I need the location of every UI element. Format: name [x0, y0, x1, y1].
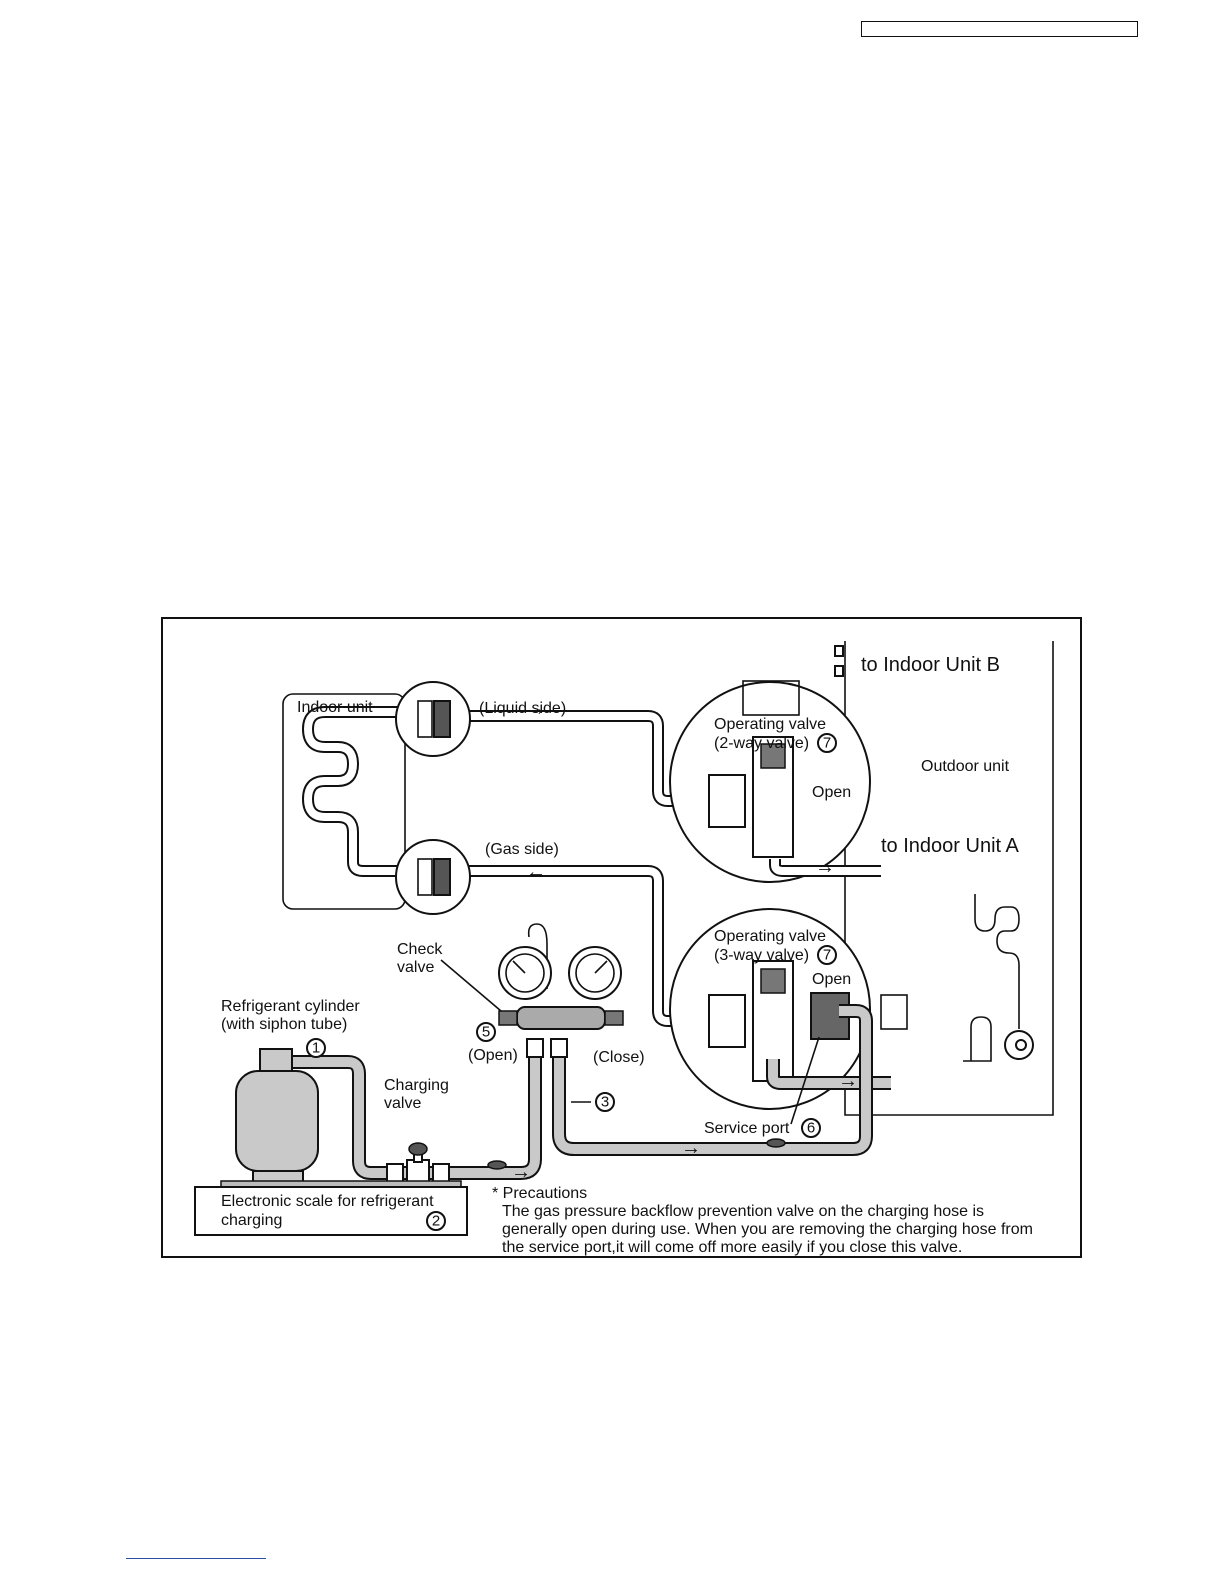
footer-link-underline	[126, 1558, 266, 1559]
gas-flare-nut-hatch	[433, 858, 451, 896]
pipe-clip-b2	[834, 665, 844, 677]
charging-valve-line1: Charging	[384, 1077, 449, 1094]
marker-6	[801, 1118, 821, 1138]
gas-side-label: (Gas side)	[485, 841, 559, 858]
svg-text:5: 5	[482, 1024, 490, 1041]
three-way-flare-nut	[708, 994, 746, 1048]
two-way-valve-core	[760, 743, 786, 769]
manifold-body	[516, 1006, 606, 1030]
svg-text:7: 7	[823, 735, 831, 752]
document-id-box	[861, 21, 1138, 37]
operating-valve-2way-line2: (2-way valve)	[714, 735, 809, 752]
marker-2	[426, 1211, 446, 1231]
operating-valve-3way-line1: Operating valve	[714, 928, 826, 945]
open-2way-label: Open	[812, 784, 851, 801]
outdoor-unit-housing	[844, 641, 1054, 1116]
operating-valve-3way-line2: (3-way valve)	[714, 947, 809, 964]
two-way-flare-nut	[708, 774, 746, 828]
refrigerant-cylinder-line2: (with siphon tube)	[221, 1016, 347, 1033]
backflow-valve-knob	[487, 1160, 507, 1170]
operating-valve-2way-line1: Operating valve	[714, 716, 826, 733]
outdoor-unit-label: Outdoor unit	[921, 758, 1010, 775]
service-port-stub	[880, 994, 908, 1030]
valve-cap-top	[742, 680, 800, 716]
arrow-gas: ←	[526, 861, 546, 883]
check-valve-leader	[440, 959, 502, 1012]
precautions-title: * Precautions	[492, 1185, 587, 1202]
precautions-line1: The gas pressure backflow prevention val…	[502, 1203, 984, 1220]
open-5-label: (Open)	[468, 1047, 518, 1064]
indoor-unit-label: Indoor unit	[297, 699, 373, 716]
charging-valve-line2: valve	[384, 1095, 421, 1112]
arrow-two-way-out: →	[815, 856, 835, 878]
manifold-left-knob	[498, 1010, 518, 1026]
service-hose-valve-knob	[766, 1138, 786, 1148]
pipe-clip-b1	[834, 645, 844, 657]
arrow-hose-service: →	[681, 1137, 701, 1159]
svg-text:3: 3	[601, 1094, 609, 1111]
marker-7-two-way	[817, 733, 837, 753]
manifold-right-knob	[604, 1010, 624, 1026]
marker-7-three-way	[817, 945, 837, 965]
precautions-line2: generally open during use. When you are …	[502, 1221, 1033, 1238]
outdoor-compressor-coil	[974, 894, 1020, 1029]
electronic-scale-box	[194, 1186, 468, 1236]
to-indoor-unit-a-label: to Indoor Unit A	[881, 835, 1020, 857]
refrigerant-charging-figure: → ← → → → → Indoor unit (Liquid side) (G…	[161, 617, 1082, 1258]
to-indoor-unit-b-label: to Indoor Unit B	[861, 654, 1000, 676]
charging-diagram: → ← → → → → Indoor unit (Liquid side) (G…	[194, 641, 1054, 1256]
svg-text:2: 2	[432, 1213, 440, 1230]
check-valve-line2: valve	[397, 959, 434, 976]
marker-3	[595, 1092, 615, 1112]
electronic-scale-line2: charging	[221, 1212, 282, 1229]
open-3way-label: Open	[812, 971, 851, 988]
liquid-side-label: (Liquid side)	[479, 700, 566, 717]
service-port-label: Service port	[704, 1120, 790, 1137]
refrigerant-cylinder	[235, 1070, 319, 1172]
manifold-hook	[527, 923, 548, 989]
close-label: (Close)	[593, 1049, 645, 1066]
charging-valve-knob	[408, 1142, 428, 1156]
marker-1	[306, 1038, 326, 1058]
svg-text:7: 7	[823, 947, 831, 964]
arrow-three-way-out: →	[838, 1070, 858, 1092]
check-valve-line1: Check	[397, 941, 443, 958]
marker-5	[476, 1022, 496, 1042]
manifold-right-outlet	[550, 1038, 568, 1058]
arrow-liquid: →	[526, 698, 546, 720]
indoor-unit-body	[282, 693, 406, 910]
svg-text:1: 1	[312, 1040, 320, 1057]
arrow-hose-cylinder: →	[511, 1161, 531, 1183]
electronic-scale-line1: Electronic scale for refrigerant	[221, 1193, 434, 1210]
cylinder-valve-cap	[259, 1048, 293, 1074]
refrigerant-cylinder-line1: Refrigerant cylinder	[221, 998, 360, 1015]
three-way-valve-core	[760, 968, 786, 994]
svg-text:6: 6	[807, 1120, 815, 1137]
precautions-line3: the service port,it will come off more e…	[502, 1239, 962, 1256]
service-port-leader	[790, 1036, 820, 1125]
manifold-left-outlet	[526, 1038, 544, 1058]
liquid-flare-nut-hatch	[433, 700, 451, 738]
